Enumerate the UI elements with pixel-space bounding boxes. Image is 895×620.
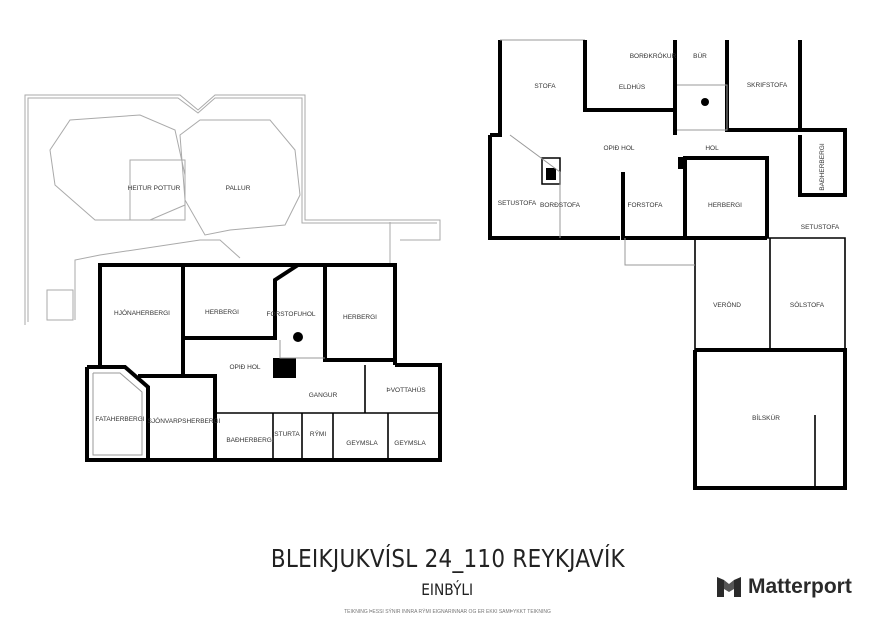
room-label-eldhus: ELDHÚS xyxy=(619,82,646,91)
room-label-hol: HOL xyxy=(705,145,719,152)
property-title: BLEIKJUKVÍSL 24_110 REYKJAVÍK xyxy=(0,544,895,573)
room-label-stofa: STOFA xyxy=(534,83,556,90)
room-label-geymsla: GEYMSLA xyxy=(346,440,378,447)
room-label-bur: BÚR xyxy=(693,51,707,60)
room-label-heitur-pottur: HEITUR POTTUR xyxy=(128,185,181,192)
matterport-logo-icon xyxy=(717,577,741,597)
disclaimer-text: TEIKNING ÞESSI SÝNIR INNRA RÝMI EIGNARIN… xyxy=(344,609,551,615)
room-label-sturta: STURTA xyxy=(274,431,300,438)
room-label-opid-hol: OPIÐ HOL xyxy=(603,145,634,152)
room-label-opid-hol: OPIÐ HOL xyxy=(229,364,260,371)
room-label-setustofa-2: SETUSTOFA xyxy=(801,224,840,231)
room-label-bordstofa: BORÐSTOFA xyxy=(540,202,581,209)
room-label-gangur: GANGUR xyxy=(309,392,338,399)
room-label-herbergi-2: HERBERGI xyxy=(343,314,377,321)
room-label-sjonvarpsherbergi: SJÓNVARPSHERBERGI xyxy=(148,416,221,425)
room-label-setustofa: SETUSTOFA xyxy=(498,200,537,207)
room-label-badherbergi: BAÐHERBERGI xyxy=(819,143,826,191)
room-label-verond: VERÖND xyxy=(713,301,741,309)
lower-floor-walls xyxy=(85,263,442,462)
room-label-bordkrokur: BORÐKRÓKUR xyxy=(630,51,677,60)
upper-floor-labels: STOFA BORÐKRÓKUR BÚR ELDHÚS SKRIFSTOFA O… xyxy=(498,51,840,422)
room-label-forstofuhol: FORSTOFUHOL xyxy=(267,311,316,318)
room-label-bilskur: BÍLSKÚR xyxy=(752,413,780,422)
room-label-hjonaherbergi: HJÓNAHERBERGI xyxy=(114,308,170,317)
room-label-thvottahus: ÞVOTTAHÚS xyxy=(386,385,426,394)
room-label-skrifstofa: SKRIFSTOFA xyxy=(747,82,788,89)
lower-floor-labels: HEITUR POTTUR PALLUR HJÓNAHERBERGI HERBE… xyxy=(95,185,426,447)
matterport-logo: Matterport xyxy=(716,575,852,599)
room-label-badherbergi: BAÐHERBERGI xyxy=(226,437,274,444)
property-title-text: BLEIKJUKVÍSL 24_110 REYKJAVÍK xyxy=(270,544,625,573)
room-label-forstofa: FORSTOFA xyxy=(628,202,664,209)
room-label-solstofa: SÓLSTOFA xyxy=(790,300,825,309)
matterport-logo-text: Matterport xyxy=(748,575,852,598)
room-label-geymsla-2: GEYMSLA xyxy=(394,440,426,447)
room-label-herbergi: HERBERGI xyxy=(708,202,742,209)
room-label-fataherbergi: FATAHERBERGI xyxy=(95,416,144,423)
room-label-pallur: PALLUR xyxy=(226,185,251,192)
upper-floor-walls xyxy=(488,39,847,490)
property-subtitle: EINBÝLI xyxy=(0,580,895,599)
property-subtitle-text: EINBÝLI xyxy=(421,580,474,599)
room-label-herbergi: HERBERGI xyxy=(205,309,239,316)
room-label-rymi: RÝMI xyxy=(310,429,326,438)
deck-area xyxy=(24,94,441,325)
